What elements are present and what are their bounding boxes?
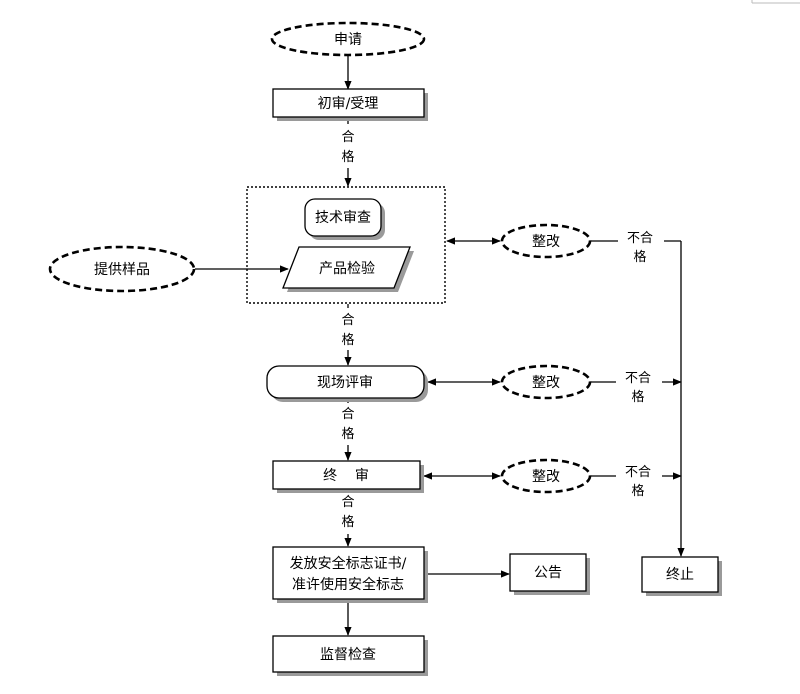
node-rectify-2: 整改 [500, 364, 592, 400]
pass-label-2b: 格 [341, 332, 354, 348]
node-initial-review-label: 初审/受理 [318, 95, 379, 112]
node-issue-certificate-line2: 准许使用安全标志 [292, 576, 404, 593]
node-site-review: 现场评审 [266, 365, 428, 402]
node-terminate-label: 终止 [666, 567, 694, 583]
tech-review-group [246, 186, 446, 304]
node-announcement-label: 公告 [534, 565, 562, 581]
pass-label-3a: 合 [341, 407, 354, 422]
fail-label-3a: 不合 [625, 465, 651, 480]
node-rectify-3-label: 整改 [532, 469, 560, 485]
node-tech-review-label: 技术审查 [315, 210, 371, 226]
fail-label-2b: 格 [631, 389, 644, 405]
node-rectify-2-label: 整改 [532, 375, 560, 391]
fail-label-3b: 格 [631, 483, 644, 499]
node-provide-samples-label: 提供样品 [94, 262, 150, 278]
node-terminate: 终止 [641, 556, 722, 596]
pass-label-4b: 格 [341, 514, 354, 530]
node-final-review: 终 审 [272, 460, 424, 493]
edge-labels: 合 格 合 格 合 格 合 格 不合 格 不合 格 不合 格 [337, 124, 664, 534]
node-product-test-label: 产品检验 [319, 261, 375, 277]
node-supervision: 监督检查 [272, 635, 428, 676]
node-product-test: 产品检验 [282, 246, 414, 292]
node-issue-certificate-line1: 发放安全标志证书/ [290, 555, 407, 572]
node-apply: 申请 [270, 21, 426, 57]
pass-label-1b: 格 [341, 149, 354, 165]
node-initial-review: 初审/受理 [272, 88, 428, 121]
fail-label-2a: 不合 [625, 371, 651, 386]
node-provide-samples: 提供样品 [48, 245, 196, 293]
node-issue-certificate: 发放安全标志证书/ 准许使用安全标志 [272, 546, 428, 603]
node-tech-review: 技术审查 [304, 198, 385, 240]
fail-label-1b: 格 [633, 249, 646, 265]
connectors [195, 56, 685, 636]
node-site-review-label: 现场评审 [317, 375, 373, 391]
fail-label-1a: 不合 [627, 231, 653, 246]
node-apply-label: 申请 [334, 32, 362, 48]
node-supervision-label: 监督检查 [320, 647, 376, 663]
node-rectify-1: 整改 [500, 223, 592, 259]
node-final-review-label: 终 审 [323, 468, 369, 484]
pass-label-3b: 格 [341, 426, 354, 442]
pass-label-1a: 合 [341, 130, 354, 145]
node-rectify-3: 整改 [500, 458, 592, 494]
node-announcement: 公告 [509, 553, 590, 595]
pass-label-4a: 合 [341, 495, 354, 510]
pass-label-2a: 合 [341, 313, 354, 328]
node-rectify-1-label: 整改 [532, 234, 560, 250]
